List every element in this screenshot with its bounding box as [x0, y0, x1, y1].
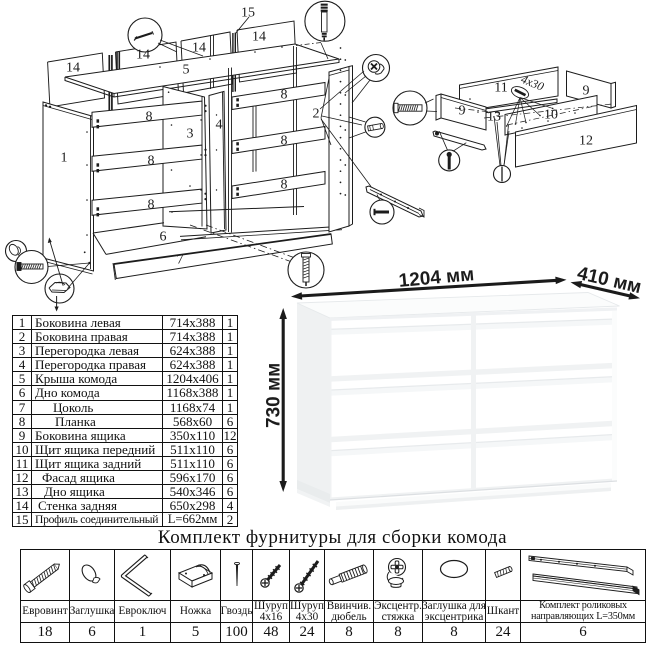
svg-text:8: 8: [148, 154, 155, 169]
svg-text:9: 9: [459, 104, 466, 119]
svg-text:7: 7: [177, 253, 184, 268]
svg-text:14: 14: [192, 41, 206, 56]
svg-text:5: 5: [183, 63, 190, 78]
svg-text:4: 4: [216, 118, 223, 133]
svg-text:8: 8: [281, 88, 288, 103]
svg-text:3: 3: [187, 127, 194, 142]
svg-text:6: 6: [160, 230, 167, 245]
svg-text:10: 10: [544, 108, 558, 123]
svg-text:1204 мм: 1204 мм: [398, 264, 475, 292]
svg-text:12: 12: [579, 134, 593, 149]
svg-text:8: 8: [281, 134, 288, 149]
svg-text:11: 11: [494, 81, 507, 96]
svg-text:8: 8: [281, 178, 288, 193]
svg-text:14: 14: [66, 61, 80, 76]
svg-text:9: 9: [583, 84, 590, 99]
svg-text:1: 1: [61, 151, 68, 166]
svg-text:13: 13: [487, 110, 501, 125]
svg-text:730 мм: 730 мм: [264, 363, 285, 428]
svg-text:8: 8: [148, 198, 155, 213]
svg-text:2: 2: [313, 107, 320, 122]
svg-text:14: 14: [136, 48, 150, 63]
svg-text:8: 8: [146, 110, 153, 125]
svg-text:15: 15: [241, 6, 255, 21]
svg-text:14: 14: [252, 30, 266, 45]
